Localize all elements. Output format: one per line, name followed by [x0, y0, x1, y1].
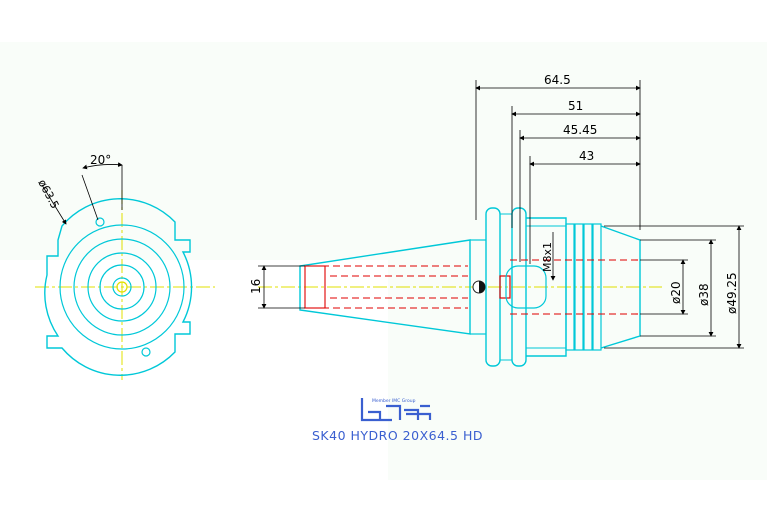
ring-1 [565, 223, 575, 351]
top-dimensions [475, 80, 641, 264]
flange-right [511, 207, 527, 367]
front-circle-4 [99, 264, 145, 310]
dim-43: 43 [579, 149, 594, 163]
angle-leader-2 [81, 174, 99, 221]
logo-mark [360, 398, 432, 422]
diameter-dimensions [604, 225, 744, 349]
drawing-title: SK40 HYDRO 20X64.5 HD [312, 428, 483, 443]
front-view: 20° ø63.5 [35, 153, 215, 380]
nose-taper [600, 225, 641, 349]
logo-small-text: Member IMC Group [372, 398, 416, 404]
front-hole-bottom [141, 347, 151, 357]
bore-dimension [258, 265, 305, 309]
front-circle-bore [116, 281, 128, 293]
front-circle-3 [87, 252, 157, 322]
front-flange-outline [44, 198, 193, 376]
diameter-leader [41, 184, 67, 225]
hidden-bore-start [304, 265, 326, 309]
dim-dia-49-25: ø49.25 [725, 272, 739, 314]
dim-bore: 16 [249, 279, 263, 294]
front-circle-5 [112, 277, 132, 297]
set-screw-fill [479, 281, 485, 293]
dim-45-45: 45.45 [563, 123, 597, 137]
clamp-chamber [505, 265, 547, 309]
brand-logo: Member IMC Group [360, 398, 432, 422]
drawing-sheet-lower-left [0, 260, 388, 480]
front-circle-1 [59, 224, 185, 350]
ring-3 [583, 223, 593, 351]
front-circle-2 [73, 238, 171, 336]
front-hole-top [95, 217, 105, 227]
dim-thread: M8x1 [541, 242, 554, 272]
dim-51: 51 [568, 99, 583, 113]
ring-2 [574, 223, 584, 351]
angle-arc [82, 162, 123, 170]
dim-dia-20: ø20 [669, 281, 683, 304]
ring-4 [592, 223, 602, 351]
dim-overall-length: 64.5 [544, 73, 571, 87]
side-view: 64.5 51 45.45 43 M8x1 16 ø20 ø38 ø49.25 [249, 73, 744, 367]
angle-label: 20° [90, 153, 111, 167]
hidden-screw [499, 275, 511, 299]
dim-dia-38: ø38 [697, 283, 711, 306]
